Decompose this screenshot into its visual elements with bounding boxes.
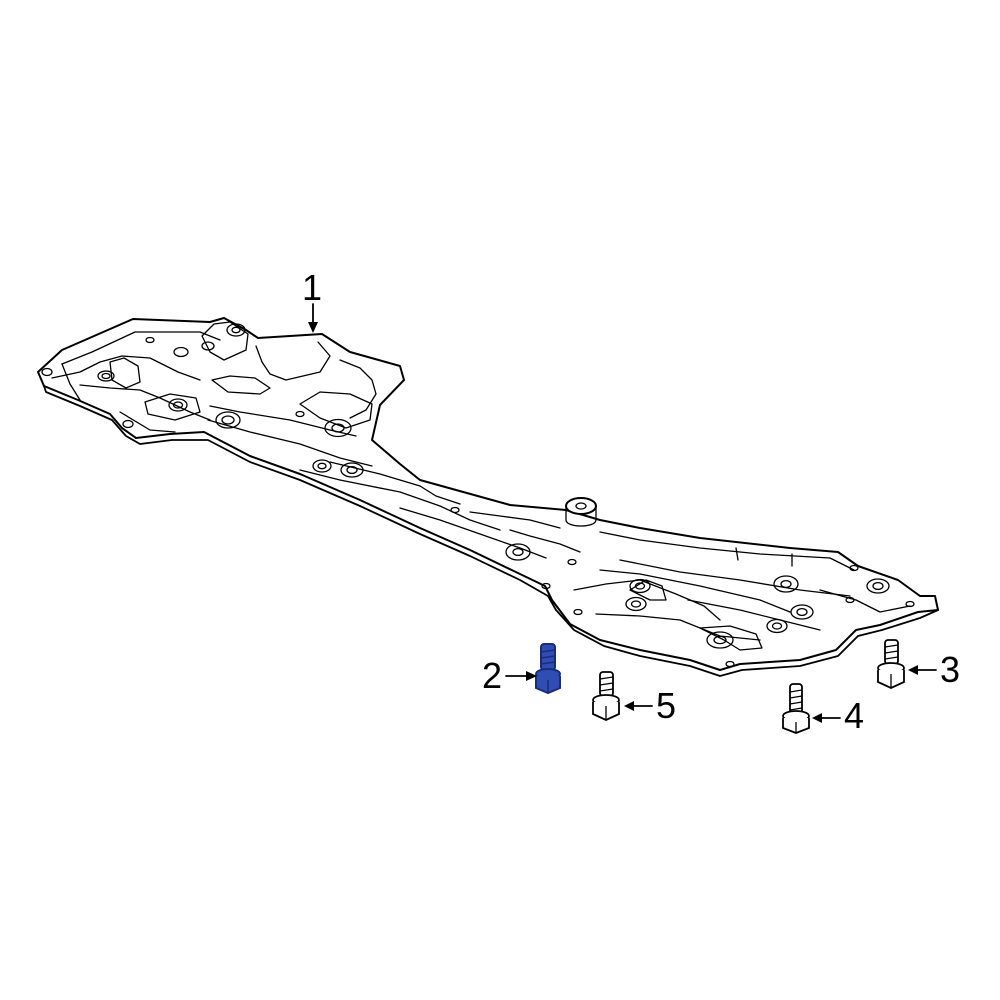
callout-arrow-3 — [908, 665, 918, 675]
callout-label-2: 2 — [482, 655, 502, 696]
callout-label-3: 3 — [940, 649, 960, 690]
callout-arrow-2 — [526, 671, 537, 681]
bolt-part-2[interactable] — [535, 643, 561, 695]
callout-arrow-5 — [624, 701, 634, 711]
callout-5: 5 — [624, 685, 676, 726]
bolt-part-4[interactable] — [782, 683, 810, 734]
callout-3: 3 — [908, 649, 960, 690]
callout-1: 1 — [302, 267, 322, 333]
callout-arrow-1 — [308, 322, 318, 333]
callout-label-5: 5 — [656, 685, 676, 726]
callout-label-4: 4 — [844, 695, 864, 736]
callout-label-1: 1 — [302, 267, 322, 308]
bolt-part-5[interactable] — [592, 671, 620, 721]
callout-arrow-4 — [812, 713, 822, 723]
bolt-part-3[interactable] — [877, 639, 905, 689]
splash-shield-panel[interactable] — [37, 317, 939, 677]
callout-2: 2 — [482, 655, 537, 696]
callout-4: 4 — [812, 695, 864, 736]
